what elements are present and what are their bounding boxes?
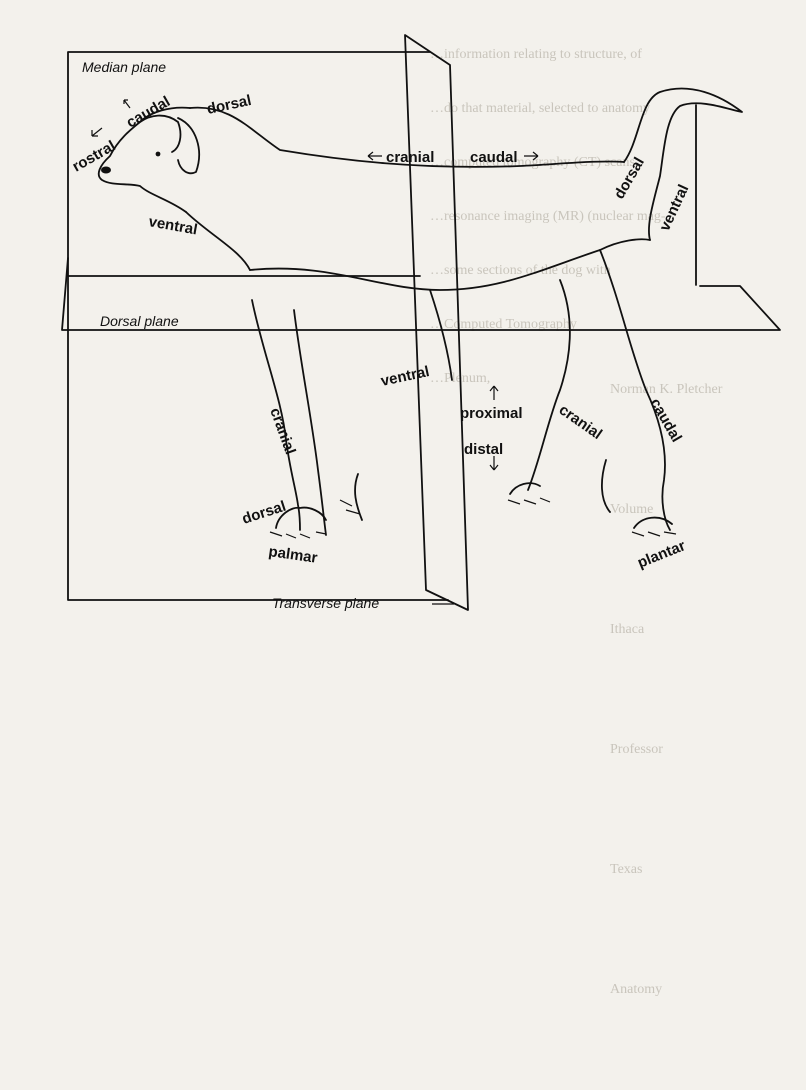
diagram-stage: …information relating to structure, of …… bbox=[61, 10, 781, 997]
ventral-tail-label: ventral bbox=[656, 182, 692, 234]
caudal-head-label: caudal bbox=[124, 93, 174, 131]
median-plane-label: Median plane bbox=[82, 59, 166, 75]
plantar-label: plantar bbox=[635, 537, 688, 572]
transverse-plane-label: Transverse plane bbox=[272, 595, 379, 611]
bg-line: …do that material, selected to anatomy bbox=[430, 101, 651, 116]
bg-line: Professor bbox=[610, 742, 663, 757]
proximal-label: proximal bbox=[460, 405, 523, 422]
ventral-chest-label: ventral bbox=[379, 363, 431, 390]
bg-line: …resonance imaging (MR) (nuclear mag- bbox=[430, 209, 666, 224]
dorsal-plane-label: Dorsal plane bbox=[100, 313, 179, 329]
bg-line: Norman K. Pletcher bbox=[610, 382, 723, 397]
bg-line: …information relating to structure, of bbox=[430, 47, 642, 62]
direction-arrows bbox=[91, 99, 539, 605]
bg-line: …Computed Tomography bbox=[430, 317, 577, 332]
cranial-top-label: cranial bbox=[386, 149, 434, 166]
cranial-hindleg-label: cranial bbox=[556, 401, 605, 443]
bg-line: …some sections of the dog with bbox=[430, 263, 611, 278]
caudal-hindleg-label: caudal bbox=[647, 396, 685, 446]
median-plane bbox=[67, 51, 697, 601]
palmar-label: palmar bbox=[267, 543, 318, 567]
bg-line: Anatomy bbox=[610, 982, 663, 997]
bg-line: Texas bbox=[610, 862, 643, 877]
background-text-top: …information relating to structure, of …… bbox=[430, 10, 666, 424]
caudal-top-label: caudal bbox=[470, 149, 518, 166]
cranial-foreleg-label: cranial bbox=[266, 406, 299, 457]
transverse-plane bbox=[404, 34, 469, 611]
rostral-label: rostral bbox=[70, 137, 119, 175]
dorsal-plane bbox=[61, 257, 781, 331]
dog-outline bbox=[97, 87, 743, 539]
dorsal-forepaw-label: dorsal bbox=[240, 498, 288, 528]
distal-label: distal bbox=[464, 441, 503, 458]
bg-line: Volume bbox=[610, 502, 654, 517]
anatomy-planes-diagram: Median plane Dorsal plane Transverse pla… bbox=[61, 34, 781, 611]
